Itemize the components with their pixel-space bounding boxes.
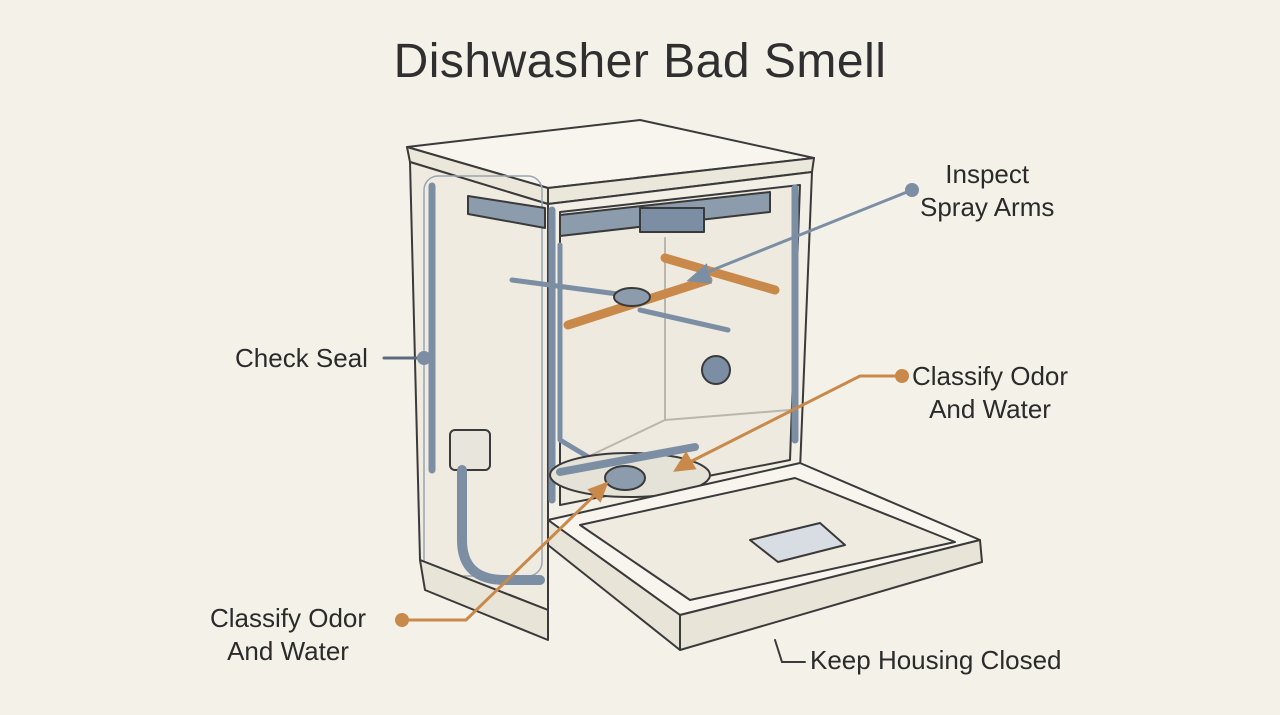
base-kickplate — [419, 559, 549, 641]
drain-hose — [449, 429, 545, 585]
leader-check-seal-dot — [417, 351, 431, 365]
callout-classify-bottom-line2: And Water — [227, 636, 349, 666]
callout-check-seal: Check Seal — [235, 342, 368, 375]
leader-classify-top — [680, 374, 904, 468]
open-door — [547, 462, 983, 651]
leader-inspect-spray-arms-arrowhead — [686, 263, 712, 284]
leader-classify-top-dot — [895, 369, 909, 383]
callout-classify-bottom: Classify Odor And Water — [210, 602, 366, 668]
callout-classify-bottom-line1: Classify Odor — [210, 603, 367, 633]
leader-classify-top-arrowhead — [673, 451, 697, 472]
leader-classify-bottom-dot — [395, 613, 409, 627]
side-panel — [409, 161, 549, 611]
callout-check-seal-text: Check Seal — [235, 343, 368, 373]
door-seal — [428, 182, 799, 504]
callout-keep-housing-closed-text: Keep Housing Closed — [810, 645, 1062, 675]
leader-inspect-spray-arms — [698, 188, 914, 277]
callout-inspect-spray-arms-line1: Inspect — [945, 159, 1030, 189]
lower-spray-arm — [549, 443, 711, 498]
leader-keep-housing-closed — [774, 639, 806, 663]
drain-port — [701, 355, 731, 385]
leader-classify-bottom-arrowhead — [587, 481, 609, 503]
leader-inspect-spray-arms-dot — [905, 183, 919, 197]
callout-keep-housing-closed: Keep Housing Closed — [810, 644, 1062, 677]
callout-classify-top-line2: And Water — [929, 394, 1051, 424]
page-title: Dishwasher Bad Smell — [393, 35, 887, 88]
callout-inspect-spray-arms: Inspect Spray Arms — [920, 158, 1054, 224]
upper-rack — [467, 191, 771, 237]
callout-classify-top-line1: Classify Odor — [912, 361, 1069, 391]
callout-inspect-spray-arms-line2: Spray Arms — [920, 192, 1055, 222]
callout-classify-top: Classify Odor And Water — [912, 360, 1068, 426]
upper-spray-arm — [509, 253, 780, 333]
leader-classify-bottom — [400, 488, 602, 622]
